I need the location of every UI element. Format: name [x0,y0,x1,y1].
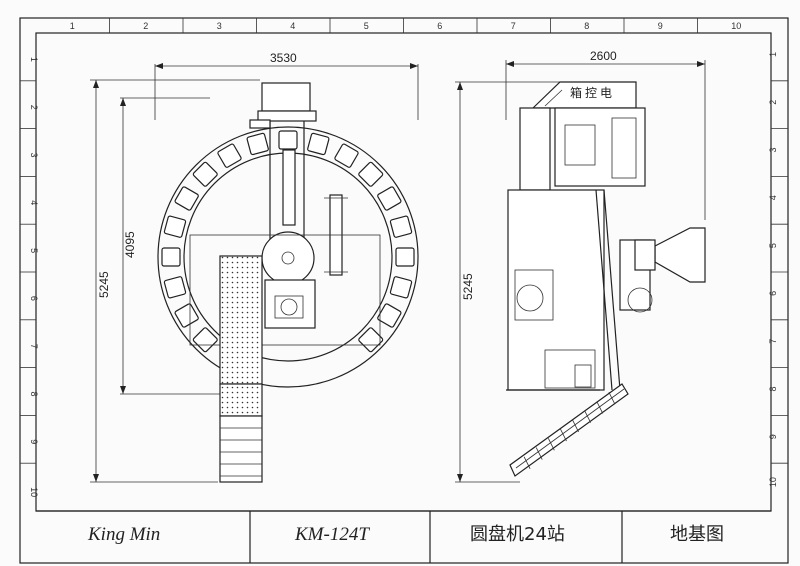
station-cup [217,143,242,168]
right-ruler-label: 2 [768,100,778,105]
dim-total-height: 5245 [97,271,111,298]
title-block: King Min KM-124T 圆盘机24站 地基图 [36,510,771,563]
center-hub [261,231,315,285]
top-ruler-label: 5 [364,21,369,31]
top-motor-box [261,82,311,112]
right-ruler-label: 9 [768,434,778,439]
station-cup [377,303,402,328]
cabinet-label-1: 电 [600,86,612,100]
side-view: 2600 5245 电 控 箱 [455,49,706,483]
front-view: 3530 4095 5245 [90,51,419,483]
station-cup [163,276,187,299]
station-cup [246,132,269,156]
turntable-outer-ring [157,126,419,388]
left-ruler-label: 9 [29,439,39,444]
station-cup [389,276,413,299]
right-ruler-label: 10 [768,477,778,487]
left-ruler-label: 4 [29,200,39,205]
station-cup [334,143,359,168]
exit-ladder [219,415,263,483]
left-ruler-label: 8 [29,392,39,397]
left-ruler-label: 6 [29,296,39,301]
station-cup [278,130,298,150]
right-ruler-label: 8 [768,386,778,391]
outer-border [19,17,789,564]
station-cup [174,303,199,328]
left-ruler-label: 2 [29,105,39,110]
right-ruler-label: 3 [768,147,778,152]
machine-name: 圆盘机24站 [470,524,565,545]
dim-inner-height: 4095 [123,231,137,258]
cabinet-label-3: 箱 [570,85,582,100]
right-grid-ruler: 1 2 3 4 5 6 7 8 9 10 [768,52,788,487]
right-ruler-label: 7 [768,339,778,344]
left-grid-ruler: 1 2 3 4 5 6 7 8 9 10 [20,57,39,497]
top-ruler-label: 4 [290,21,295,31]
feed-conveyor [219,255,263,385]
dim-top-width: 3530 [270,51,297,65]
discharge-hopper [654,227,706,283]
dim-side-width: 2600 [590,49,617,63]
right-ruler-label: 4 [768,195,778,200]
top-grid-ruler: 1 2 3 4 5 6 7 8 9 10 [70,18,741,33]
station-cup [161,247,181,267]
station-cup [358,161,384,187]
station-ring [161,130,415,353]
left-ruler-label: 3 [29,153,39,158]
right-ruler-label: 1 [768,52,778,57]
station-cup [192,161,218,187]
top-ruler-label: 9 [658,21,663,31]
top-ruler-label: 10 [731,21,741,31]
machine-base [507,189,605,391]
top-ruler-label: 7 [511,21,516,31]
left-ruler-label: 1 [29,57,39,62]
left-ruler-label: 7 [29,344,39,349]
dim-side-height: 5245 [461,273,475,300]
inclined-chute [509,383,629,477]
station-cup [307,132,330,156]
station-cup [192,327,218,353]
top-ruler-label: 8 [584,21,589,31]
station-cup [377,186,402,211]
left-ruler-label: 5 [29,248,39,253]
right-ruler-label: 5 [768,243,778,248]
top-ruler-label: 1 [70,21,75,31]
drawing-name: 地基图 [670,524,724,545]
left-ruler-label: 10 [29,487,39,497]
station-cup [389,215,413,238]
station-cup [163,215,187,238]
top-ruler-label: 2 [143,21,148,31]
station-cup [358,327,384,353]
model-number: KM-124T [294,524,370,545]
station-cup [174,186,199,211]
inner-border [35,32,772,512]
cabinet-label-2: 控 [585,86,597,100]
station-cup [395,247,415,267]
company-name: King Min [87,524,160,545]
top-ruler-label: 3 [217,21,222,31]
right-ruler-label: 6 [768,291,778,296]
top-ruler-label: 6 [437,21,442,31]
